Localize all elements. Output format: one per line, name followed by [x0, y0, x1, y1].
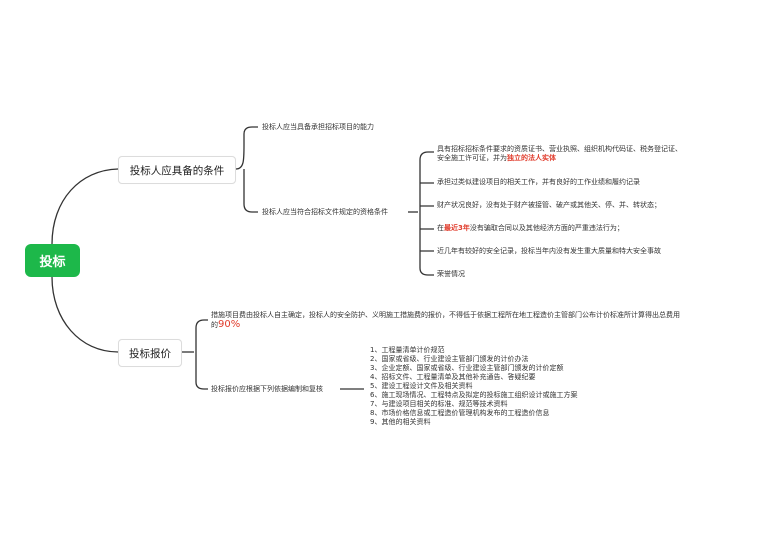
qual-item-finance[interactable]: 财产状况良好，没有处于财产被接管、破产或其他关、停、并、转状态；	[437, 201, 661, 210]
basis-list-item: 7、与建设项目相关的标准、规范等技术资料	[370, 400, 508, 408]
topic-measure-fee-line1: 措施项目费由投标人自主确定，投标人的安全防护、义明施工措施费的报价，不得低于依据…	[211, 311, 680, 319]
qual-item-safety-record-label: 近几年有较好的安全记录，投标当年内没有发生重大质量和特大安全事故	[437, 247, 661, 255]
root-node[interactable]: 投标	[25, 244, 80, 277]
topic-qualification-conditions-label: 投标人应当符合招标文件规定的资格条件	[262, 208, 388, 216]
basis-list-item: 4、招标文件、工程量清单及其他补充通告、答疑纪要	[370, 373, 536, 381]
connector-qual-items	[420, 182, 434, 252]
qual-item-no-violation-before: 在	[437, 224, 444, 232]
connector-branch1-bracket	[235, 126, 258, 170]
qual-item-honors-label: 荣誉情况	[437, 270, 465, 278]
basis-list-item: 2、国家或省级、行业建设主管部门颁发的计价办法	[370, 355, 529, 363]
qual-item-no-violation[interactable]: 在最近3年没有骗取合同以及其他经济方面的严重违法行为；	[437, 224, 624, 233]
basis-list-item: 5、建设工程设计文件及相关资料	[370, 382, 473, 390]
connector-qual-vertical	[419, 151, 434, 276]
basis-list-item: 1、工程量清单计价规范	[370, 346, 445, 354]
root-label: 投标	[39, 255, 66, 270]
qual-item-license-highlight: 独立的法人实体	[507, 154, 556, 162]
topic-quotation-basis[interactable]: 投标报价应根据下列依据编制和复核	[211, 385, 323, 394]
basis-list-item: 6、施工现场情况、工程特点及拟定的投标施工组织设计或施工方案	[370, 391, 578, 399]
qual-item-honors[interactable]: 荣誉情况	[437, 270, 465, 279]
branch-bidder-conditions-label: 投标人应具备的条件	[129, 164, 225, 177]
basis-list[interactable]: 1、工程量清单计价规范 2、国家或省级、行业建设主管部门颁发的计价办法 3、企业…	[370, 346, 577, 427]
topic-bidder-capability[interactable]: 投标人应当具备承担招标项目的能力	[262, 123, 374, 132]
qual-item-experience[interactable]: 承担过类似建设项目的相关工作，并有良好的工作业绩和履约记录	[437, 178, 640, 187]
connector-branch2-vertical	[195, 319, 208, 390]
basis-list-item: 9、其他的相关资料	[370, 418, 431, 426]
qual-item-finance-label: 财产状况良好，没有处于财产被接管、破产或其他关、停、并、转状态；	[437, 201, 661, 209]
basis-list-item: 3、企业定额、国家或省级、行业建设主管部门颁发的计价定额	[370, 364, 564, 372]
topic-qualification-conditions[interactable]: 投标人应当符合招标文件规定的资格条件	[262, 208, 388, 217]
qual-item-experience-label: 承担过类似建设项目的相关工作，并有良好的工作业绩和履约记录	[437, 178, 640, 186]
branch-bid-quotation-label: 投标报价	[129, 347, 171, 360]
qual-item-no-violation-after: 没有骗取合同以及其他经济方面的严重违法行为；	[469, 224, 624, 232]
basis-list-item: 8、市场价格信息或工程造价管理机构发布的工程造价信息	[370, 409, 550, 417]
topic-measure-fee-line2: 的	[211, 321, 218, 329]
branch-bid-quotation[interactable]: 投标报价	[118, 339, 182, 367]
connector-root-branch2	[51, 276, 119, 353]
qual-item-safety-record[interactable]: 近几年有较好的安全记录，投标当年内没有发生重大质量和特大安全事故	[437, 247, 661, 256]
qual-item-license-line1: 具有招标招标条件要求的资质证书、营业执照、组织机构代码证、税务登记证、	[437, 145, 682, 153]
connector-root-branch1	[51, 168, 119, 245]
qual-item-license-line2: 安全施工许可证，并为	[437, 154, 507, 162]
branch-bidder-conditions[interactable]: 投标人应具备的条件	[118, 156, 236, 184]
qual-item-no-violation-highlight: 最近3年	[444, 224, 470, 232]
topic-bidder-capability-label: 投标人应当具备承担招标项目的能力	[262, 123, 374, 131]
topic-measure-fee-percent: 90%	[218, 319, 241, 330]
topic-measure-fee[interactable]: 措施项目费由投标人自主确定，投标人的安全防护、义明施工措施费的报价，不得低于依据…	[211, 311, 680, 330]
topic-quotation-basis-label: 投标报价应根据下列依据编制和复核	[211, 385, 323, 393]
qual-item-license[interactable]: 具有招标招标条件要求的资质证书、营业执照、组织机构代码证、税务登记证、 安全施工…	[437, 145, 682, 163]
connector-branch1-child2	[243, 169, 258, 213]
